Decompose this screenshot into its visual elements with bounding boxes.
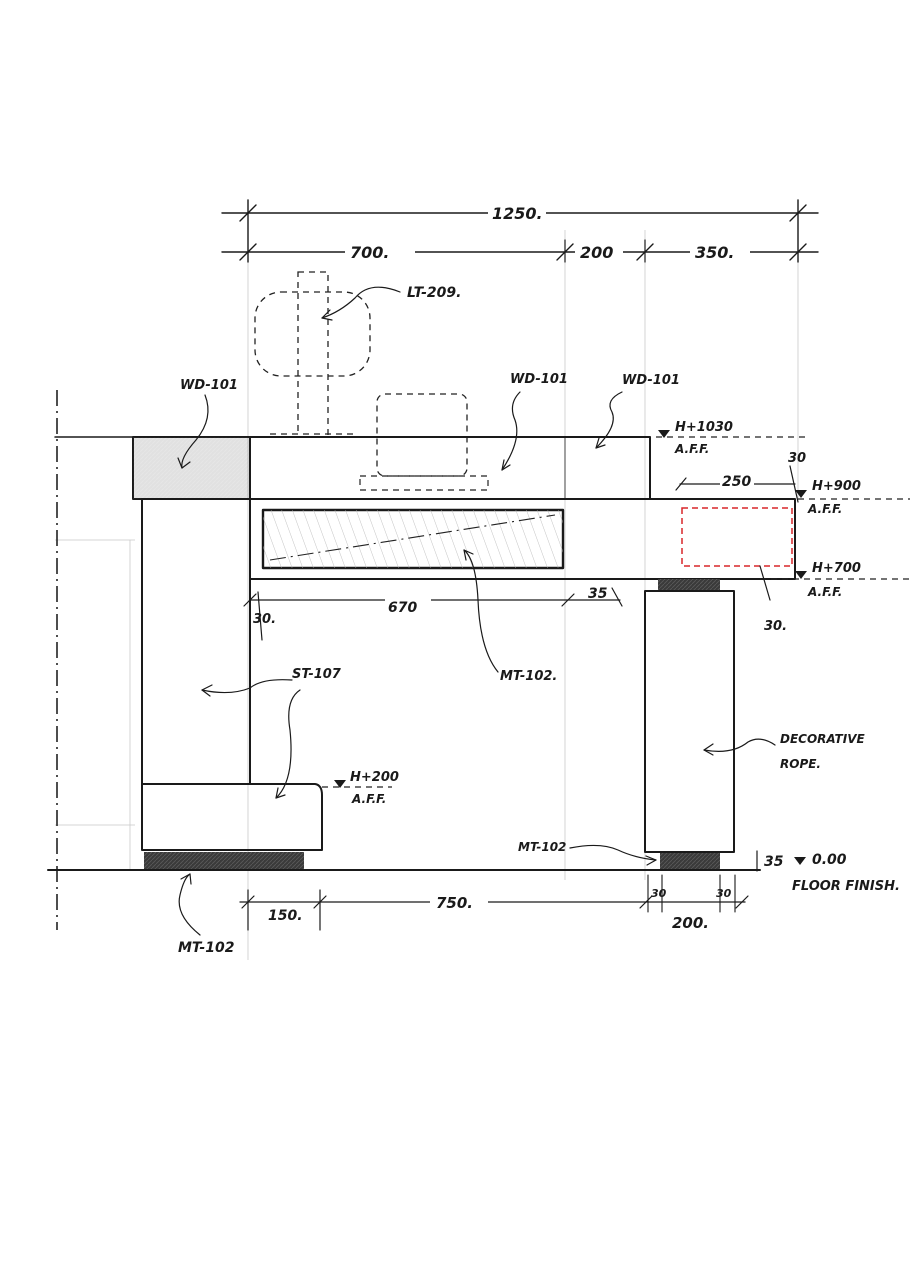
dim-35-edge: 35 — [588, 586, 608, 602]
dim-overhang-250: 250 — [722, 474, 751, 490]
dim-350: 350. — [695, 243, 734, 262]
level-h1030-aff: A.F.F. — [674, 442, 709, 456]
leader-st-107-b — [275, 689, 301, 799]
leader-lt-209 — [321, 286, 401, 319]
lamp-lt-209 — [254, 271, 371, 438]
leader-mt-102-right — [569, 844, 657, 861]
dim-700: 700. — [350, 243, 389, 262]
tag-wd-101-left: WD-101 — [180, 378, 238, 393]
leader-mt-102-bottom — [178, 873, 201, 936]
base-plate-right — [660, 852, 720, 869]
level-h900: H+900 — [812, 479, 861, 494]
tag-decorative-rope-line2: ROPE. — [780, 757, 821, 771]
desk-top — [132, 436, 651, 500]
level-h200: H+200 — [350, 770, 399, 785]
dim-bottom-30: 30. — [764, 619, 787, 634]
level-floor-label: FLOOR FINISH. — [792, 879, 900, 894]
tag-mt-102-center: MT-102. — [500, 669, 557, 684]
dim-30-left: 30. — [253, 612, 276, 627]
leader-decorative-rope — [703, 738, 776, 752]
tag-mt-102-right: MT-102 — [518, 840, 566, 854]
mid-dimension-row — [243, 587, 623, 641]
level-h1030: H+1030 — [675, 420, 733, 435]
drawer-box — [249, 498, 796, 580]
dim-200-bottom: 200. — [672, 914, 709, 932]
leader-mt-102-center — [463, 549, 499, 673]
dashed-monitor — [359, 393, 489, 491]
dim-foot-30-b: 30 — [716, 887, 732, 900]
tag-st-107: ST-107 — [292, 667, 342, 682]
dim-foot-35: 35 — [764, 854, 784, 870]
level-markers — [322, 430, 910, 865]
tag-wd-101-right: WD-101 — [622, 373, 680, 388]
leader-wd-101-left — [181, 394, 209, 469]
dim-750: 750. — [436, 894, 473, 912]
tag-lt-209: LT-209. — [407, 285, 461, 301]
leader-wd-101-right — [595, 391, 623, 449]
level-h700: H+700 — [812, 561, 861, 576]
dim-200-top: 200 — [580, 243, 613, 262]
dim-670: 670 — [388, 600, 417, 616]
leader-st-107-a — [201, 679, 293, 694]
level-h200-aff: A.F.F. — [351, 792, 386, 806]
tag-wd-101-center: WD-101 — [510, 372, 568, 387]
dim-foot-30-a: 30 — [651, 887, 667, 900]
level-h900-aff: A.F.F. — [807, 502, 842, 516]
dim-top-30: 30 — [788, 451, 806, 466]
dim-150: 150. — [268, 908, 303, 924]
construction-lines — [55, 230, 799, 960]
level-h700-aff: A.F.F. — [807, 585, 842, 599]
rope-column — [644, 590, 735, 853]
cap-plate-right — [658, 579, 720, 591]
tag-decorative-rope-line1: DECORATIVE — [780, 732, 865, 746]
dim-overall-width: 1250. — [492, 204, 543, 223]
base-plate-left — [144, 852, 304, 869]
level-floor: 0.00 — [812, 852, 847, 868]
leader-wd-101-center — [501, 391, 521, 471]
stone-pier — [141, 498, 323, 851]
tag-mt-102-bottom: MT-102 — [178, 940, 234, 956]
bottom-dimension-row — [239, 850, 758, 931]
